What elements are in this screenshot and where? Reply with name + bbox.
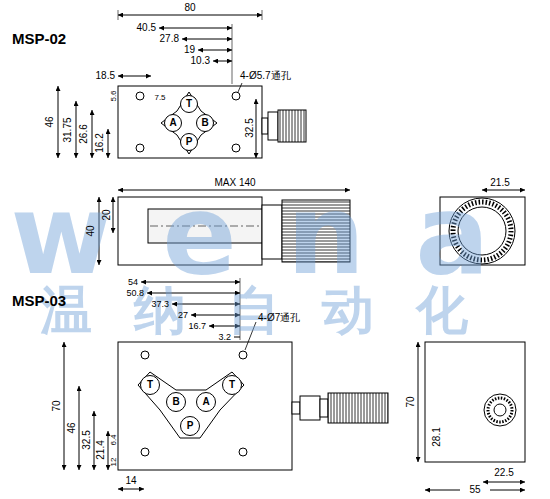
port-circle: T (180, 95, 198, 113)
dimension: 40.5 (137, 23, 156, 33)
port-letter: T (186, 99, 192, 109)
dimension: 6.4 (110, 434, 118, 445)
port-letter: A (169, 118, 176, 128)
port-circle: B (196, 114, 214, 132)
dimension: 16.2 (95, 133, 105, 152)
dimension: 80 (184, 3, 195, 13)
dimension: MAX 140 (214, 178, 255, 188)
port-circle: A (164, 114, 182, 132)
dimension: 3.2 (218, 333, 231, 342)
dimension: 46 (45, 116, 55, 127)
dimension: 22.5 (494, 468, 513, 478)
dimension: 37.3 (151, 300, 169, 309)
dimension: 70 (52, 400, 62, 411)
dimension: 5.6 (110, 90, 118, 101)
model-label: MSP-02 (12, 31, 66, 46)
port-letter: T (229, 380, 235, 390)
dimension: 70 (406, 396, 416, 407)
dimension: 12 (110, 458, 118, 467)
dimension: 27 (178, 311, 188, 320)
port-circle: P (180, 133, 198, 151)
dimension: 10.3 (191, 56, 210, 66)
dimension: 46 (67, 422, 77, 433)
dimension: 19 (184, 45, 195, 55)
hole-note: 4-Ø5.7通孔 (240, 71, 291, 81)
watermark-text: 温纳自动化 (40, 284, 510, 336)
dimension: 21.4 (96, 440, 106, 459)
port-letter: A (202, 397, 209, 407)
dimension: 55 (469, 485, 480, 495)
port-letter: T (147, 380, 153, 390)
port-circle: A (196, 392, 216, 412)
dimension: 26.6 (79, 124, 89, 143)
port-letter: P (186, 137, 193, 147)
port-circle: T (140, 375, 160, 395)
port-letter: P (187, 421, 194, 431)
dimension: 27.8 (160, 34, 179, 44)
dimension: 16.7 (188, 322, 206, 331)
hole-note: 4-Ø7通孔 (258, 313, 300, 323)
port-letter: B (201, 118, 208, 128)
dimension: 31.75 (63, 117, 73, 142)
dimension: 54 (128, 278, 138, 287)
port-letter: B (172, 397, 179, 407)
dimension: 7.5 (154, 94, 165, 102)
port-circle: B (166, 392, 186, 412)
dimension: 20 (102, 209, 112, 220)
dimension: 50.8 (126, 289, 144, 298)
dimension: 21.5 (490, 178, 509, 188)
dimension: 32.5 (245, 118, 255, 137)
dimension: 40 (86, 225, 96, 236)
port-circle: P (180, 416, 200, 436)
dimension: 28.1 (432, 427, 442, 446)
dimension: 32.5 (82, 430, 92, 449)
port-circle: T (222, 375, 242, 395)
dimension: 14 (125, 476, 136, 486)
model-label: MSP-03 (12, 293, 66, 308)
dimension: 18.5 (96, 71, 115, 81)
